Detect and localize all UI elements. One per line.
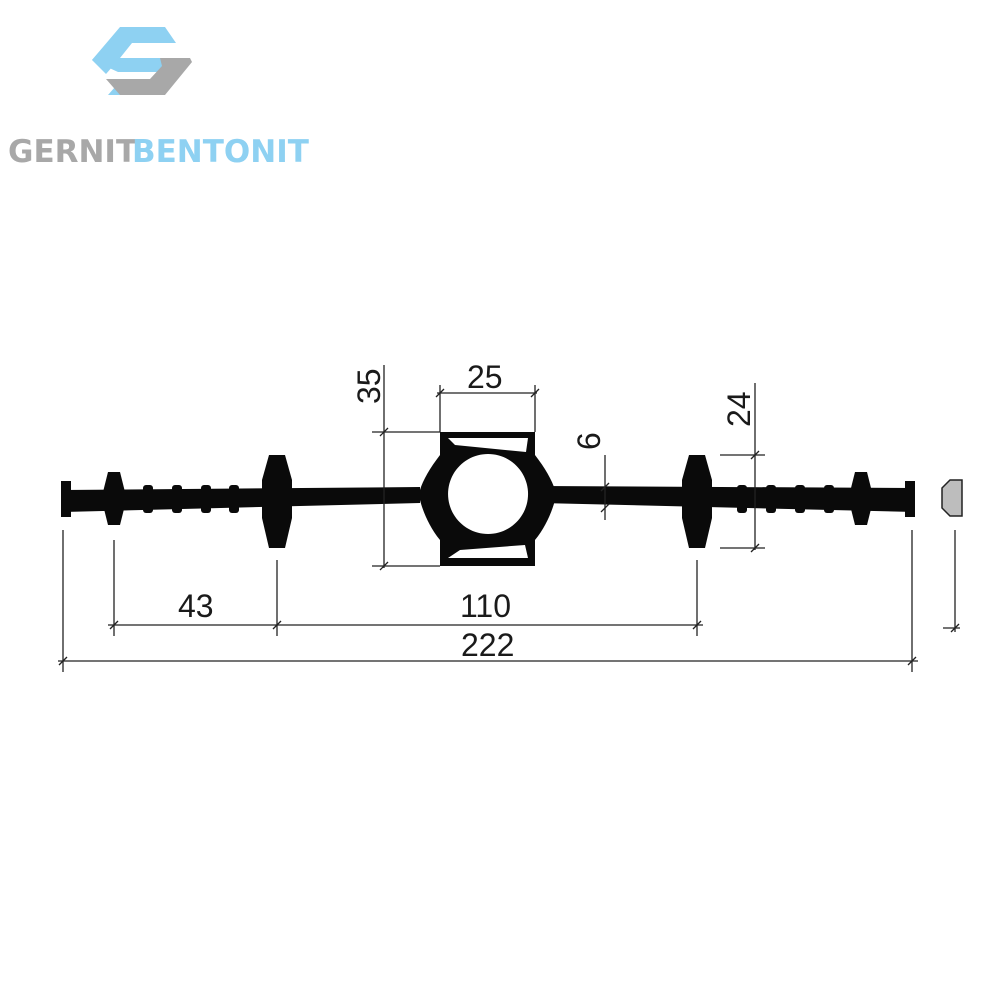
dim-label-center-width: 25 [467, 359, 503, 395]
brand-name-gernit: GERNIT [8, 134, 137, 170]
small-rib-right-4 [824, 485, 834, 513]
dim-label-web-thickness: 6 [571, 432, 607, 450]
small-rib-left-1 [143, 485, 153, 513]
dimension-labels: 35 25 6 24 43 110 222 [178, 359, 757, 663]
dim-label-overall-width: 222 [461, 627, 514, 663]
end-cap-right [905, 481, 915, 517]
brand-name-bentonit: BENTONIT [132, 134, 309, 170]
web-right [540, 486, 915, 512]
small-rib-left-2 [172, 485, 182, 513]
small-rib-right-1 [737, 485, 747, 513]
center-wedge-top [448, 438, 528, 452]
dim-label-center-height: 35 [351, 368, 387, 404]
rib-left-outer [103, 472, 125, 525]
dim-label-rib-height: 24 [721, 391, 757, 427]
bulb-left [262, 455, 292, 548]
rib-right-outer [850, 472, 872, 525]
bulb-right [682, 455, 712, 548]
dim-label-end-to-bulb: 43 [178, 588, 214, 624]
small-rib-left-4 [229, 485, 239, 513]
small-rib-right-3 [795, 485, 805, 513]
center-bulb [420, 432, 555, 566]
dimension-lines [58, 365, 918, 672]
dim-label-bulb-to-bulb: 110 [460, 588, 511, 624]
waterstop-profile [61, 432, 915, 566]
hexagon-s-logo-icon [92, 27, 192, 95]
brand-logo: GERNIT BENTONIT [8, 27, 309, 170]
side-view-profile [941, 479, 963, 633]
center-wedge-bottom [448, 545, 528, 558]
small-rib-left-3 [201, 485, 211, 513]
small-rib-right-2 [766, 485, 776, 513]
end-cap-left [61, 481, 71, 517]
